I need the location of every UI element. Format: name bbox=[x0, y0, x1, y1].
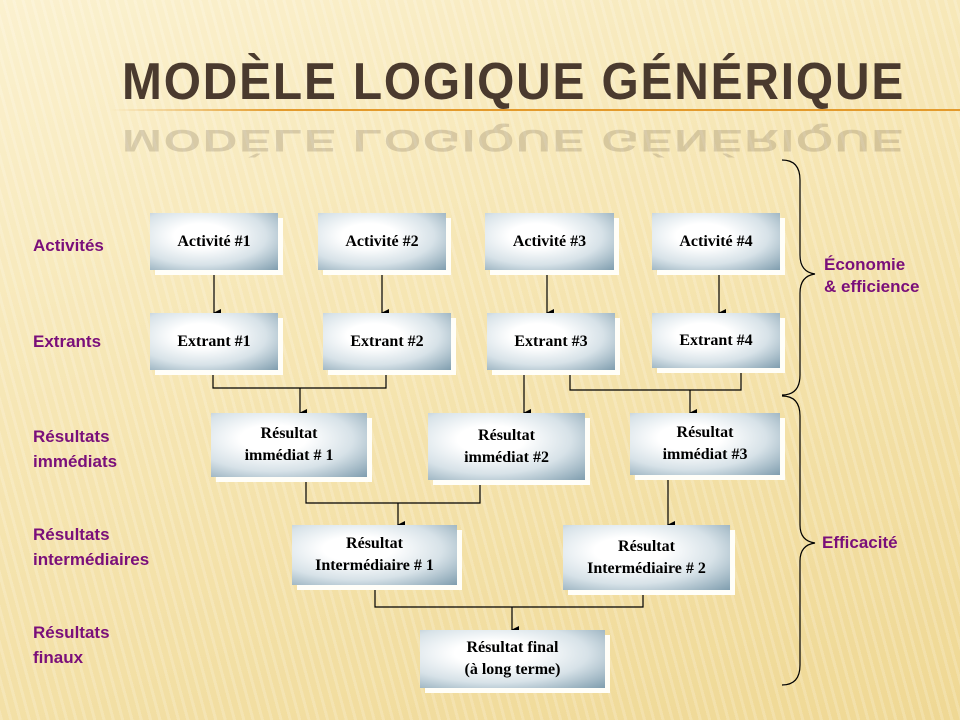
level-label-finaux: Résultats finaux bbox=[33, 620, 110, 670]
level-label-immediats: Résultats immédiats bbox=[33, 424, 117, 474]
box-line: Résultat bbox=[260, 425, 318, 442]
box-extrant-2: Extrant #2 bbox=[323, 313, 451, 370]
box-activite-2: Activité #2 bbox=[318, 213, 446, 270]
box-line: immédiat # 1 bbox=[244, 447, 334, 464]
box-extrant-1: Extrant #1 bbox=[150, 313, 278, 370]
brace-label-line: & efficience bbox=[824, 277, 920, 296]
level-label-line: intermédiaires bbox=[33, 550, 150, 569]
box-resultat-immediat-1: Résultat immédiat # 1 bbox=[211, 413, 367, 477]
level-label-line: Résultats bbox=[33, 427, 110, 446]
brace-efficacite bbox=[781, 395, 816, 686]
box-line: Résultat bbox=[676, 424, 734, 441]
box-line: Résultat bbox=[618, 537, 675, 555]
title-underline bbox=[110, 109, 960, 111]
brace-label-efficacite: Efficacité bbox=[822, 533, 898, 552]
connector-ext34 bbox=[569, 368, 742, 391]
box-resultat-immediat-3: Résultat immédiat #3 bbox=[630, 413, 780, 475]
box-line: Intermédiaire # 1 bbox=[315, 557, 434, 574]
box-line: Résultat final bbox=[466, 639, 559, 656]
box-activite-4: Activité #4 bbox=[652, 213, 780, 270]
connector-int12 bbox=[374, 585, 644, 608]
connector-imm12 bbox=[305, 477, 481, 504]
box-line: (à long terme) bbox=[464, 661, 561, 678]
level-label-activites: Activités bbox=[33, 236, 104, 255]
level-label-line: finaux bbox=[33, 648, 84, 667]
box-activite-3: Activité #3 bbox=[485, 213, 614, 270]
box-activite-1: Activité #1 bbox=[150, 213, 278, 270]
level-label-line: immédiats bbox=[33, 452, 118, 471]
brace-economie bbox=[781, 159, 816, 396]
box-extrant-4: Extrant #4 bbox=[652, 313, 780, 368]
box-resultat-final: Résultat final (à long terme) bbox=[420, 630, 605, 688]
box-resultat-immediat-2: Résultat immédiat #2 bbox=[428, 413, 585, 480]
level-label-line: Résultats bbox=[33, 623, 110, 642]
box-line: Résultat bbox=[478, 426, 535, 444]
box-line: immédiat #3 bbox=[662, 446, 748, 463]
level-label-line: Résultats bbox=[33, 525, 110, 544]
connector-ext12 bbox=[212, 370, 387, 389]
box-line: Résultat bbox=[346, 535, 403, 552]
level-label-extrants: Extrants bbox=[33, 332, 102, 351]
box-extrant-3: Extrant #3 bbox=[487, 313, 615, 370]
brace-label-economie: Économie & efficience bbox=[824, 254, 919, 298]
level-label-intermediaires: Résultats intermédiaires bbox=[33, 522, 149, 572]
box-line: Intermédiaire # 2 bbox=[587, 559, 706, 577]
slide-title: MODÈLE LOGIQUE GÉNÉRIQUE bbox=[122, 53, 906, 111]
brace-label-line: Économie bbox=[824, 255, 906, 274]
box-line: immédiat #2 bbox=[464, 448, 549, 466]
